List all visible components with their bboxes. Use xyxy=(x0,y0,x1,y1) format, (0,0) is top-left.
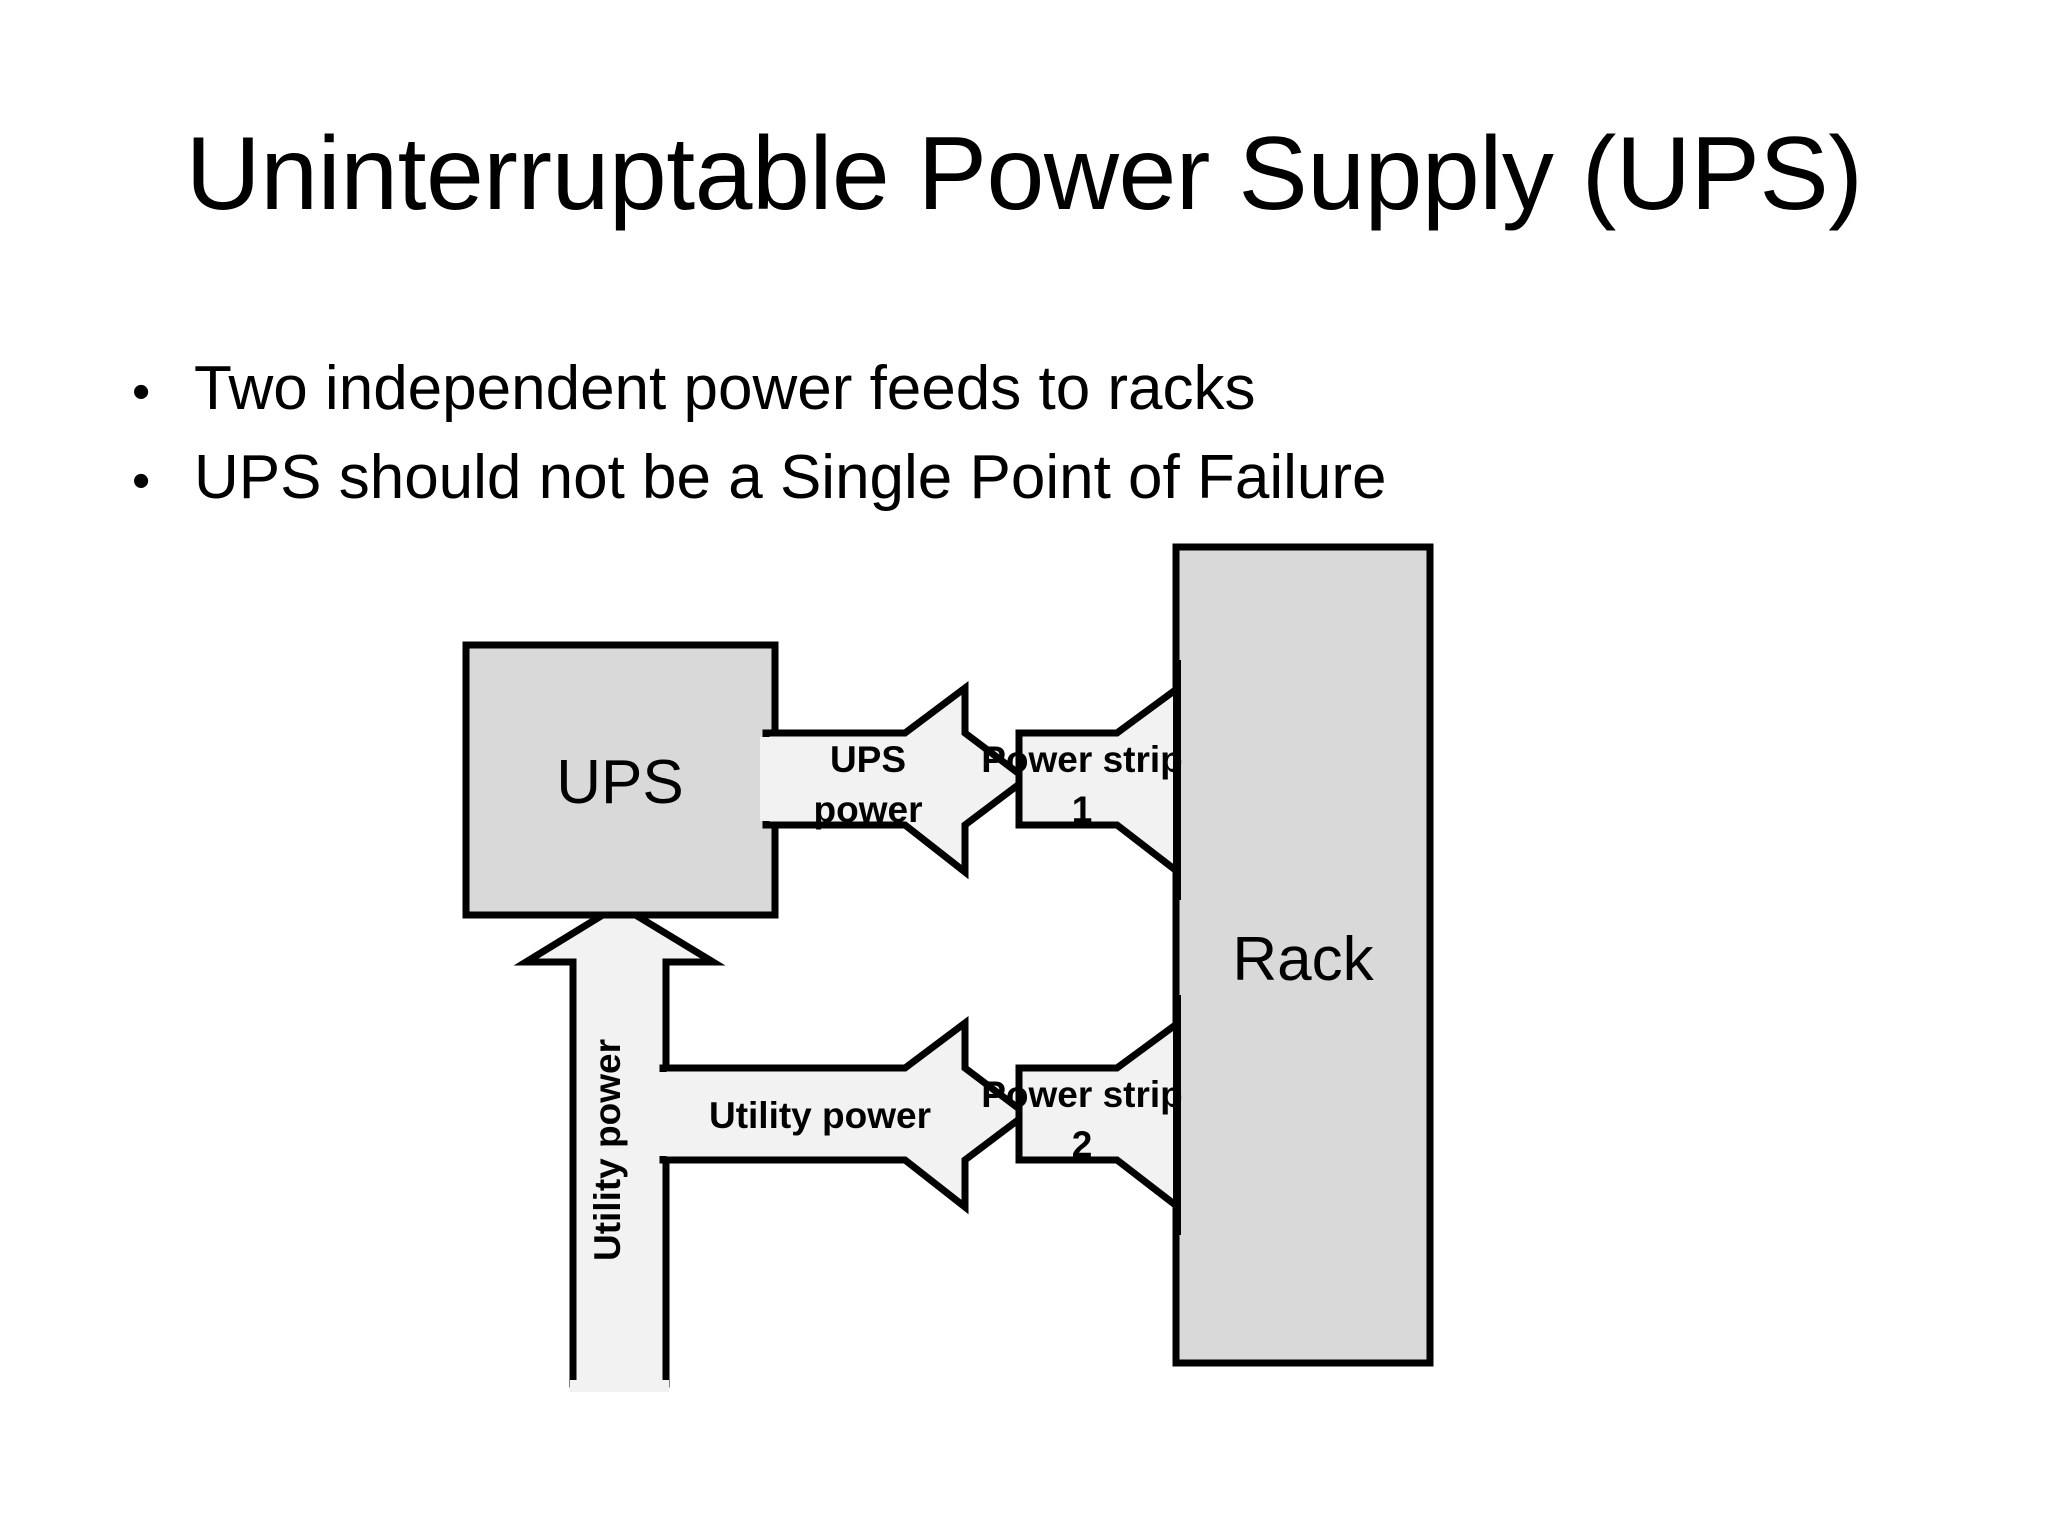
ups-box: UPS xyxy=(462,641,779,919)
arrow-power-strip-2: Power strip 2 xyxy=(981,995,1250,1235)
page-title: Uninterruptable Power Supply (UPS) xyxy=(185,116,1863,232)
arrow-label-power-strip-1-line2: 1 xyxy=(1072,789,1093,830)
list-item: • UPS should not be a Single Point of Fa… xyxy=(118,441,1818,514)
arrow-label-power-strip-1-line1: Power strip xyxy=(981,739,1183,780)
bullet-point-icon: • xyxy=(132,363,151,421)
arrow-label-utility-power-vertical: Utility power xyxy=(587,1039,628,1261)
ups-box-label: UPS xyxy=(556,748,683,817)
arrow-utility-power-horizontal: Utility power xyxy=(655,1016,1032,1215)
arrow-power-strip-1: Power strip 1 xyxy=(981,660,1250,900)
bullet-point-icon: • xyxy=(132,452,151,511)
arrow-label-ups-power-line1: UPS xyxy=(830,739,906,780)
bullet-text: UPS should not be a Single Point of Fail… xyxy=(194,443,1387,513)
arrow-ups-power: UPS power xyxy=(760,681,1032,880)
rack-box-label: Rack xyxy=(1232,925,1374,994)
arrow-label-utility-power-horizontal: Utility power xyxy=(709,1095,931,1136)
list-item: • Two independent power feeds to racks xyxy=(118,352,1818,425)
arrow-utility-power-vertical: Utility power xyxy=(513,900,726,1392)
bullet-text: Two independent power feeds to racks xyxy=(194,354,1256,423)
bullet-list: • Two independent power feeds to racks •… xyxy=(118,352,1818,530)
arrow-label-ups-power-line2: power xyxy=(814,789,923,830)
arrow-label-power-strip-2-line1: Power strip xyxy=(981,1074,1183,1115)
arrow-label-power-strip-2-line2: 2 xyxy=(1072,1124,1093,1165)
